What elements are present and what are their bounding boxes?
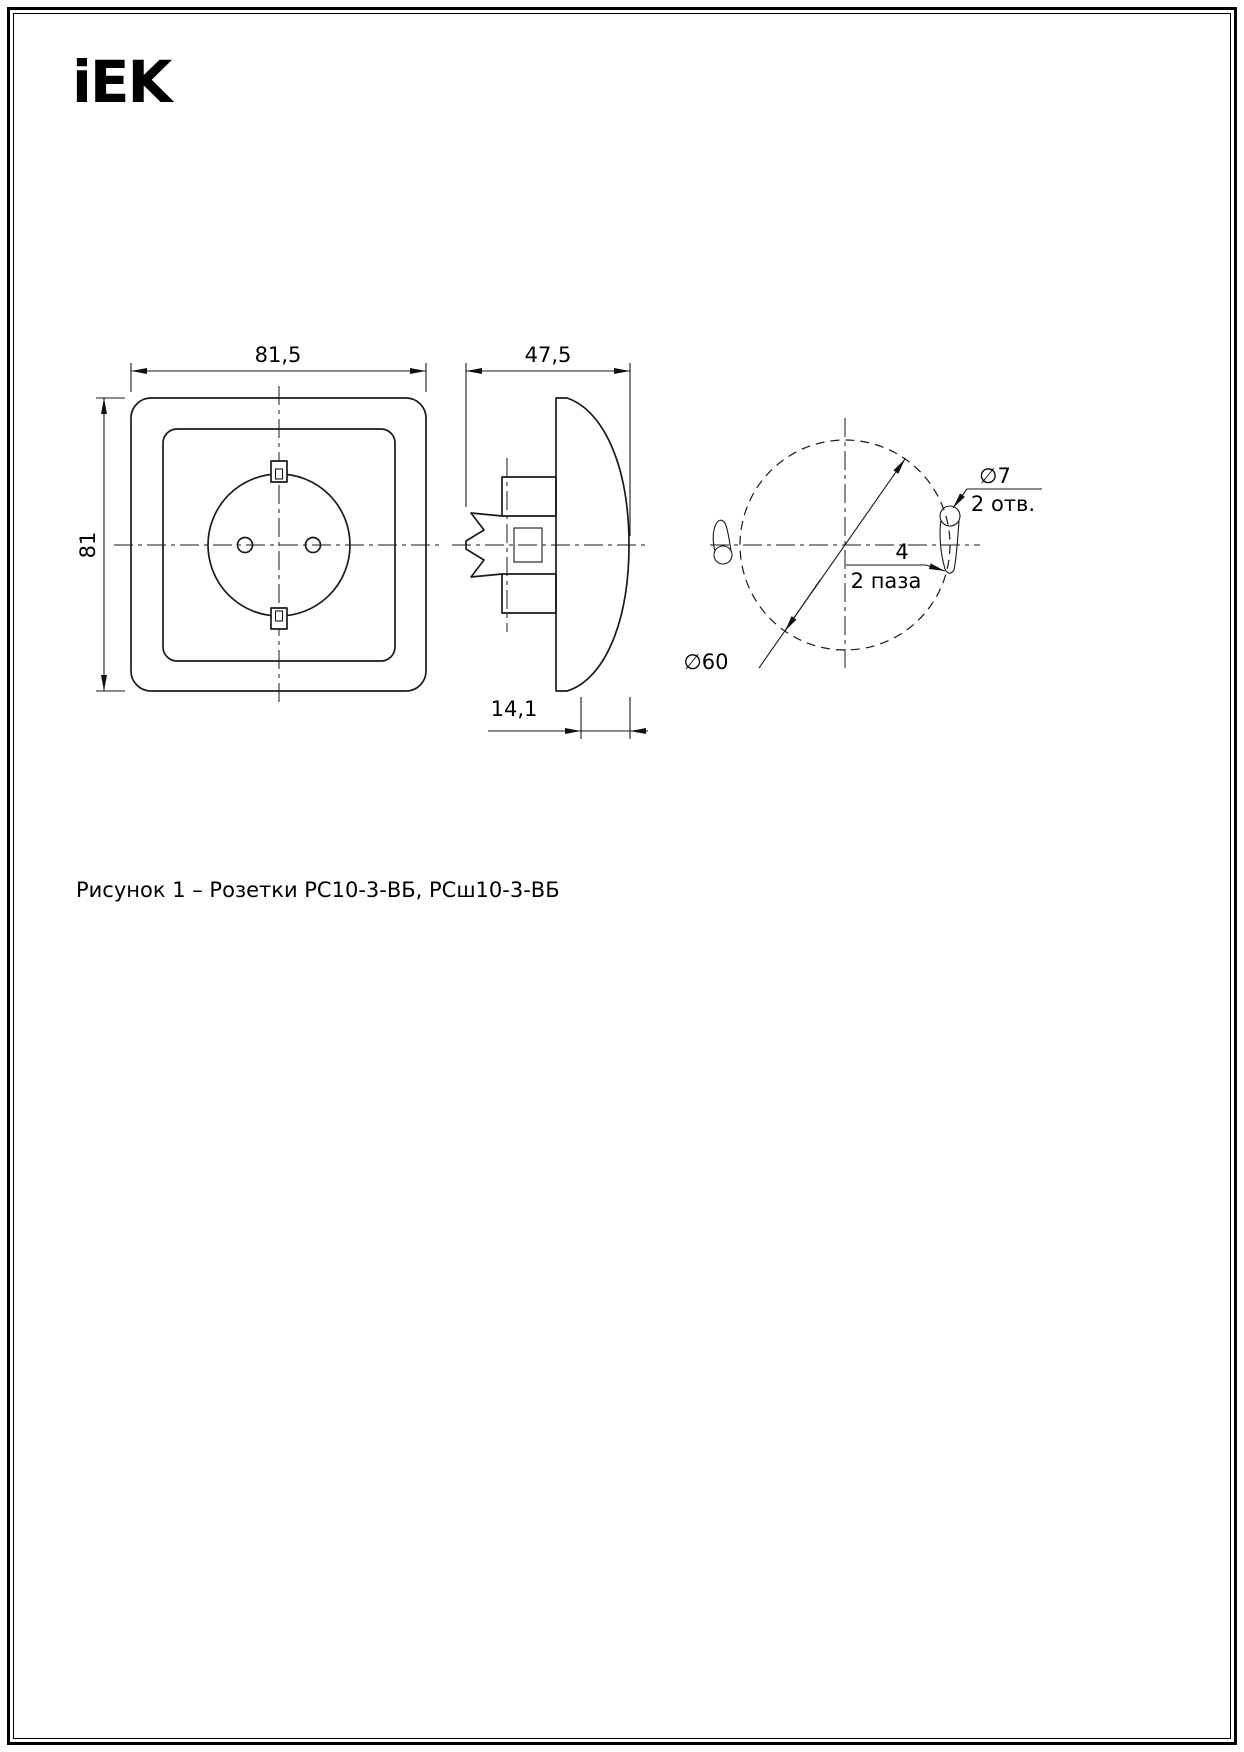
ground-contact-top-inner [274, 468, 284, 480]
dim-label-hole-count: 2 отв. [971, 492, 1035, 516]
front-view [114, 386, 443, 704]
dim-label-hole-diameter: ∅7 [979, 464, 1011, 488]
rear-view: ∅60 ∅7 2 отв. 4 [683, 418, 1042, 674]
side-mechanism-lower-box [501, 573, 557, 614]
side-mechanism-upper-box [501, 476, 557, 517]
diameter-line [758, 458, 906, 669]
dim-label-front-height: 81 [76, 532, 100, 559]
figure-caption: Рисунок 1 – Розетки РС10-3-ВБ, РСш10-3-В… [76, 878, 560, 902]
side-mounting-claws [465, 512, 503, 578]
mounting-circle [739, 439, 951, 651]
front-outer-plate [130, 397, 427, 692]
dimension-side-depth: 14,1 [488, 697, 648, 739]
dim-label-side-depth: 14,1 [491, 697, 538, 721]
leader-hole-diameter: ∅7 2 отв. [952, 464, 1042, 516]
side-cover-profile [555, 397, 630, 692]
front-inner-plate [162, 428, 396, 662]
side-view [452, 397, 648, 692]
mounting-slot-right [939, 505, 961, 574]
dim-label-slot-width: 4 [895, 540, 908, 564]
dimension-front-width: 81,5 [130, 343, 427, 392]
ground-contact-bottom-inner [274, 610, 284, 622]
dimension-front-height: 81 [76, 397, 125, 692]
dim-label-front-width: 81,5 [255, 343, 302, 367]
dim-label-circle-diameter: ∅60 [683, 650, 728, 674]
diameter-line-lower-arrow [784, 579, 821, 632]
dim-label-side-width: 47,5 [525, 343, 572, 367]
mounting-slot-left [712, 519, 733, 565]
iek-logo: iEK [72, 48, 172, 116]
leader-slot-width: 4 2 паза [846, 540, 946, 593]
dimension-side-width: 47,5 [465, 343, 631, 536]
side-mechanism-inner-box [513, 527, 543, 563]
socket-pin-hole-left [236, 536, 254, 554]
socket-pin-hole-right [304, 536, 322, 554]
dim-label-slot-count: 2 паза [851, 569, 922, 593]
